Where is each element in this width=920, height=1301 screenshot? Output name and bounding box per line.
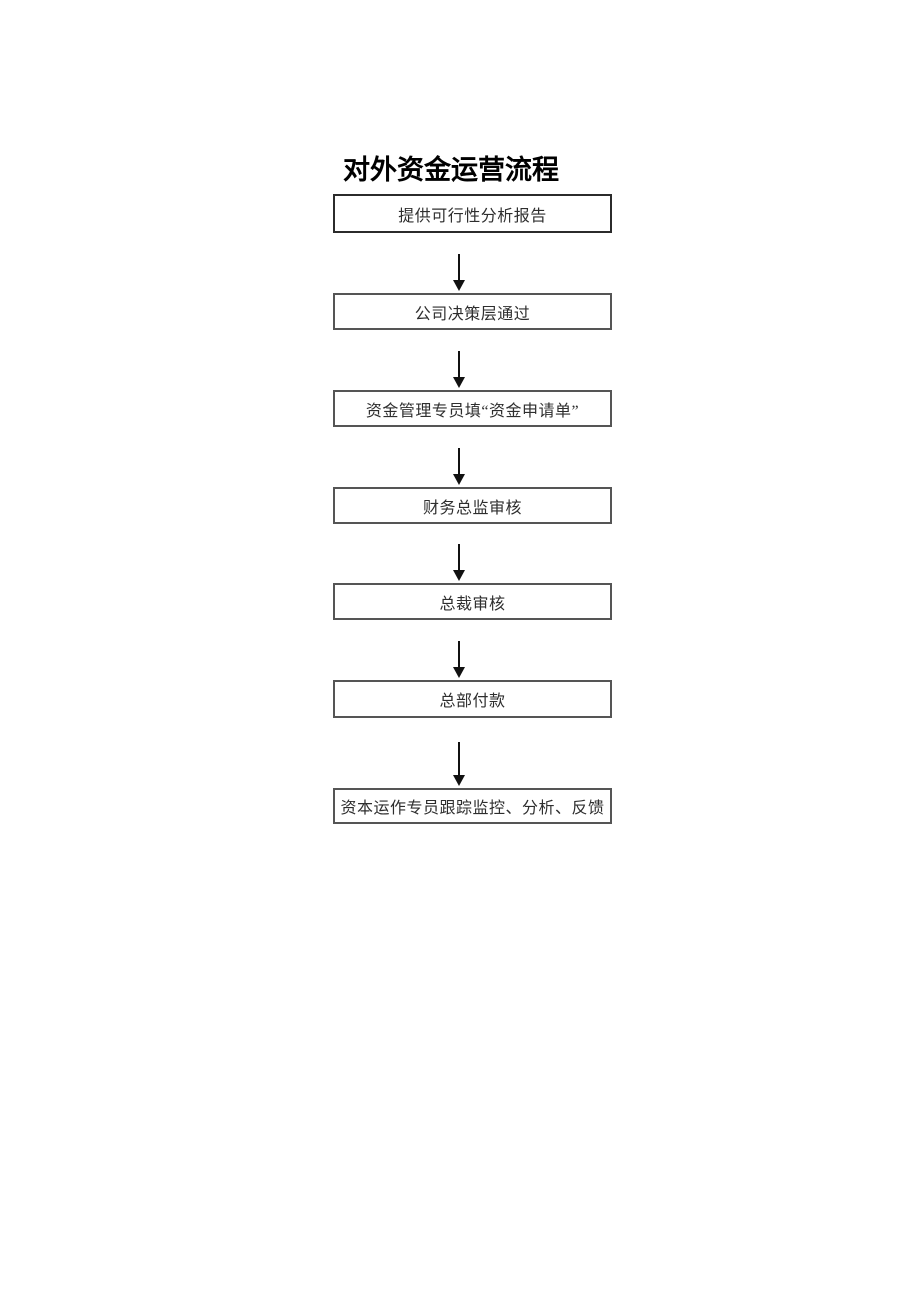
arrow-shaft bbox=[457, 544, 460, 570]
flow-step-box-3: 资金管理专员填“资金申请单” bbox=[333, 390, 612, 427]
flow-step-box-2: 公司决策层通过 bbox=[333, 293, 612, 330]
arrow-shaft bbox=[457, 448, 460, 474]
page-title: 对外资金运营流程 bbox=[343, 155, 559, 185]
arrow-head-icon bbox=[452, 667, 465, 678]
flow-step-box-6: 总部付款 bbox=[333, 680, 612, 718]
flow-step-box-1: 提供可行性分析报告 bbox=[333, 194, 612, 233]
arrow-shaft bbox=[457, 641, 460, 667]
flow-step-box-7: 资本运作专员跟踪监控、分析、反馈 bbox=[333, 788, 612, 824]
arrow-shaft bbox=[457, 742, 460, 775]
down-arrow-connector bbox=[450, 641, 467, 678]
arrow-head-icon bbox=[452, 474, 465, 485]
down-arrow-connector bbox=[450, 742, 467, 786]
flow-step-box-4: 财务总监审核 bbox=[333, 487, 612, 524]
down-arrow-connector bbox=[450, 544, 467, 581]
arrow-head-icon bbox=[452, 280, 465, 291]
down-arrow-connector bbox=[450, 351, 467, 388]
arrow-shaft bbox=[457, 254, 460, 280]
arrow-shaft bbox=[457, 351, 460, 377]
arrow-head-icon bbox=[452, 570, 465, 581]
down-arrow-connector bbox=[450, 254, 467, 291]
down-arrow-connector bbox=[450, 448, 467, 485]
arrow-head-icon bbox=[452, 377, 465, 388]
flow-step-box-5: 总裁审核 bbox=[333, 583, 612, 620]
arrow-head-icon bbox=[452, 775, 465, 786]
